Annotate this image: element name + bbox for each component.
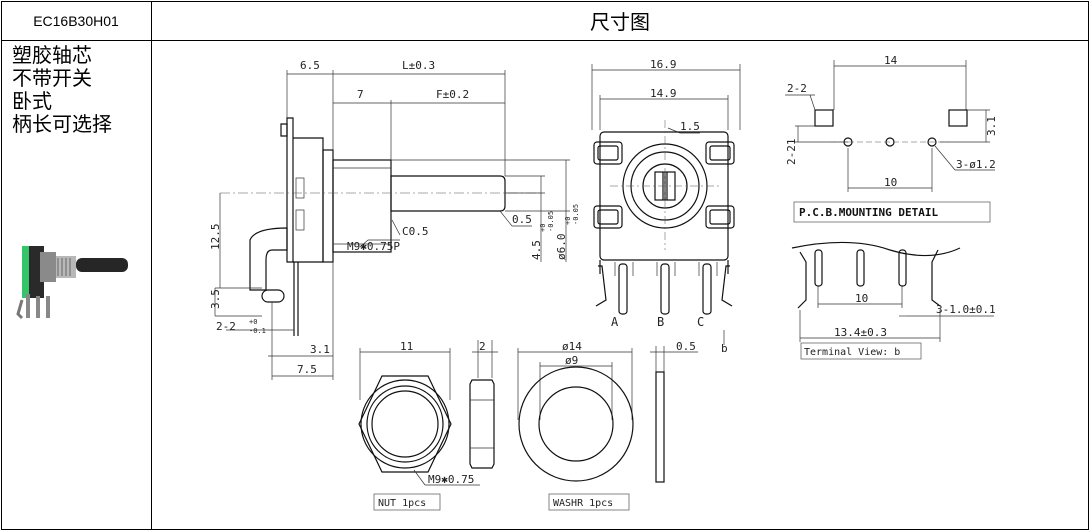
feature-item: 柄长可选择	[12, 112, 112, 136]
pcb-detail: 14 2-2 2-21 3.1 10 3-ø1.2 P.C.B.MOUNTING…	[785, 54, 998, 223]
pcb-dim-2-21: 2-21	[785, 139, 798, 166]
pcb-dim-3-1: 3.1	[985, 116, 998, 136]
front-view: 16.9 14.9 1.5 A B C	[591, 58, 741, 355]
dim-7: 7	[357, 88, 364, 101]
dim-chamfer: C0.5	[402, 225, 429, 238]
dim-2-2-tol-low: -0.1	[249, 327, 266, 335]
dim-6-5: 6.5	[300, 59, 320, 72]
washer-caption: WASHR 1pcs	[553, 498, 613, 509]
feature-item: 不带开关	[12, 66, 92, 90]
term-dim-3-1-0: 3-1.0±0.1	[936, 303, 996, 316]
nut-drawing: 11 M9✱0.75 2 NUT 1pcs	[358, 340, 498, 511]
washer-dim-0-5: 0.5	[676, 340, 696, 353]
dim-7-5: 7.5	[297, 363, 317, 376]
side-view: 6.5 L±0.3 7 F±0.2 12.5 3.5 2-2 +0 -0.1 3…	[209, 59, 570, 380]
dim-1-5: 1.5	[680, 120, 700, 133]
dim-0-5: 0.5	[512, 213, 532, 226]
dim-6-0-tol: -0.05	[572, 204, 580, 225]
pcb-dim-2-2: 2-2	[787, 82, 807, 95]
nut-dim-11: 11	[400, 340, 413, 353]
pcb-caption: P.C.B.MOUNTING DETAIL	[799, 206, 938, 219]
feature-item: 塑胶轴芯	[12, 43, 92, 67]
term-dim-13-4: 13.4±0.3	[834, 326, 887, 339]
dim-6-0: ø6.0	[555, 234, 568, 261]
dim-thread: M9✱0.75P	[347, 240, 400, 253]
dim-14-9: 14.9	[650, 87, 677, 100]
dim-16-9: 16.9	[650, 58, 677, 71]
nut-dim-2: 2	[479, 340, 486, 353]
terminal-view: 10 3-1.0±0.1 13.4±0.3 Terminal View: b	[791, 241, 996, 360]
pcb-dim-holes: 3-ø1.2	[956, 158, 996, 171]
view-label-b: b	[721, 342, 728, 355]
feature-item: 卧式	[12, 89, 52, 113]
pcb-dim-14: 14	[884, 54, 898, 67]
terminal-label-b: B	[657, 315, 664, 329]
dim-4-5: 4.5	[530, 240, 543, 260]
product-photo	[16, 246, 128, 320]
terminal-caption: Terminal View: b	[804, 347, 900, 358]
dim-2-2-tol: +0	[249, 318, 257, 326]
terminal-label-c: C	[697, 315, 704, 329]
model-number: EC16B30H01	[33, 12, 119, 29]
dim-4-5-tol: -0.05	[547, 211, 555, 232]
feature-list: 塑胶轴芯 不带开关 卧式 柄长可选择	[12, 44, 148, 136]
dim-f: F±0.2	[436, 88, 469, 101]
washer-dim-9: ø9	[565, 354, 578, 367]
nut-caption: NUT 1pcs	[378, 498, 426, 509]
drawing-title: 尺寸图	[590, 10, 650, 34]
terminal-label-a: A	[611, 315, 619, 329]
pcb-dim-10: 10	[884, 176, 897, 189]
dim-4-5-tol: +0	[539, 224, 547, 232]
nut-dim-thread: M9✱0.75	[428, 473, 474, 486]
dim-3-5: 3.5	[209, 289, 222, 309]
dim-6-0-tol: +0	[564, 217, 572, 225]
dim-2-2: 2-2	[216, 320, 236, 333]
washer-drawing: ø14 ø9 0.5 WASHR 1pcs	[517, 340, 698, 511]
dim-l: L±0.3	[402, 59, 435, 72]
dim-12-5: 12.5	[209, 224, 222, 251]
dim-3-1: 3.1	[310, 343, 330, 356]
term-dim-10: 10	[855, 292, 868, 305]
washer-dim-14: ø14	[562, 340, 582, 353]
